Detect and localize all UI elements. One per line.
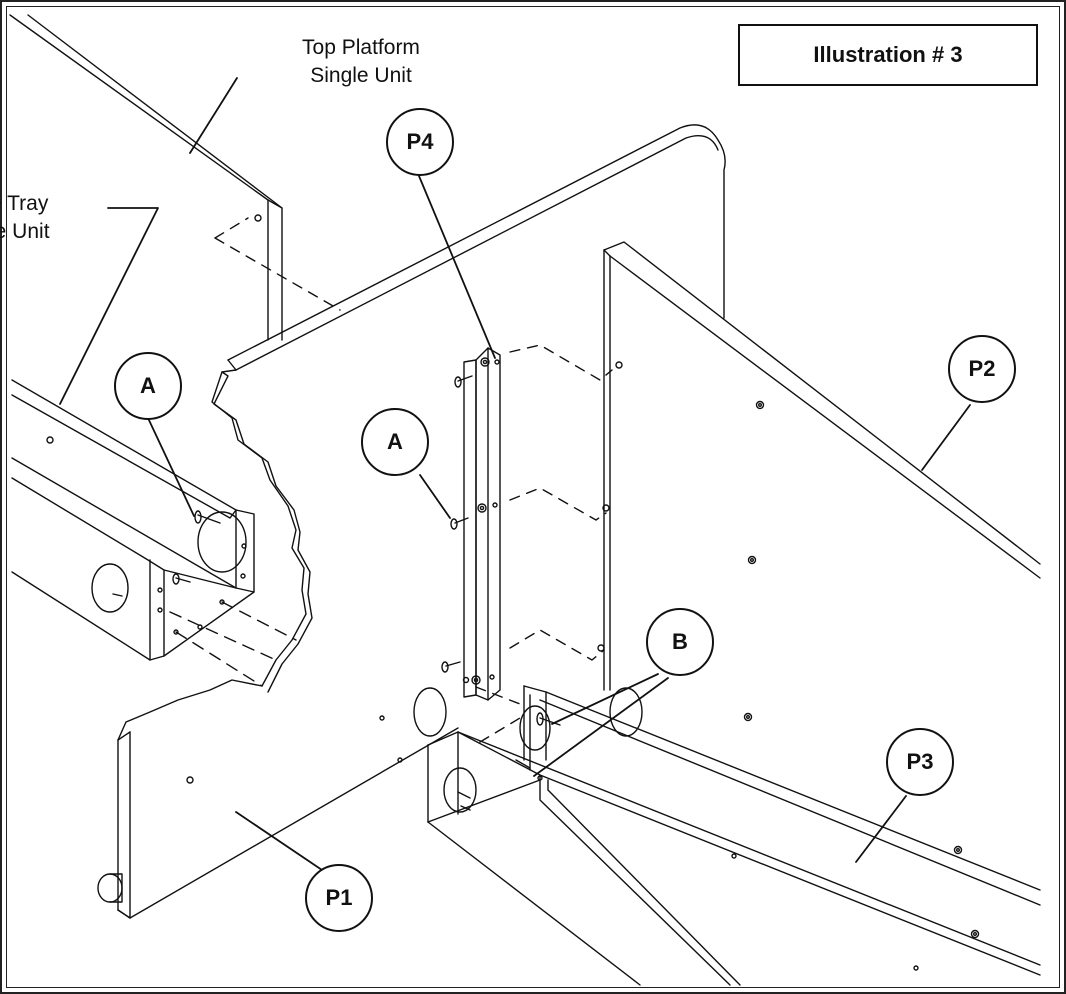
bracket-p4 <box>463 347 501 701</box>
center-guide-lines <box>475 686 521 743</box>
front-panel-p1 <box>97 715 459 919</box>
top-platform-label-line2: Single Unit <box>310 64 412 87</box>
side-panel-holes <box>597 361 623 652</box>
bracket-screws <box>441 375 473 673</box>
callout-p2: P2 <box>948 335 1016 403</box>
panel-openings <box>413 676 643 751</box>
top-platform-label: Top Platform Single Unit <box>266 34 456 90</box>
inner-frame <box>6 6 1060 988</box>
callout-b: B <box>646 608 714 676</box>
platform-guide-lines <box>214 217 341 311</box>
callout-p3: P3 <box>886 728 954 796</box>
tray-label-line2: le Unit <box>0 220 50 243</box>
back-panel <box>117 124 726 741</box>
top-platform-panel <box>9 14 283 341</box>
bracket-guide-lines <box>509 344 613 661</box>
callout-a-middle: A <box>361 408 429 476</box>
callout-p4: P4 <box>386 108 454 176</box>
tray-assembly <box>11 379 255 661</box>
tray-guide-lines <box>169 601 297 687</box>
tray-label: e Tray le Unit <box>0 190 100 246</box>
side-panel-p2 <box>603 241 1041 971</box>
illustration-title: Illustration # 3 <box>738 24 1038 86</box>
tray-label-line1: e Tray <box>0 192 49 215</box>
callout-a-left: A <box>114 352 182 420</box>
callout-p1: P1 <box>305 864 373 932</box>
leader-lines <box>59 77 971 871</box>
bottom-rail-p3 <box>427 685 1041 986</box>
top-platform-label-line1: Top Platform <box>302 36 420 59</box>
